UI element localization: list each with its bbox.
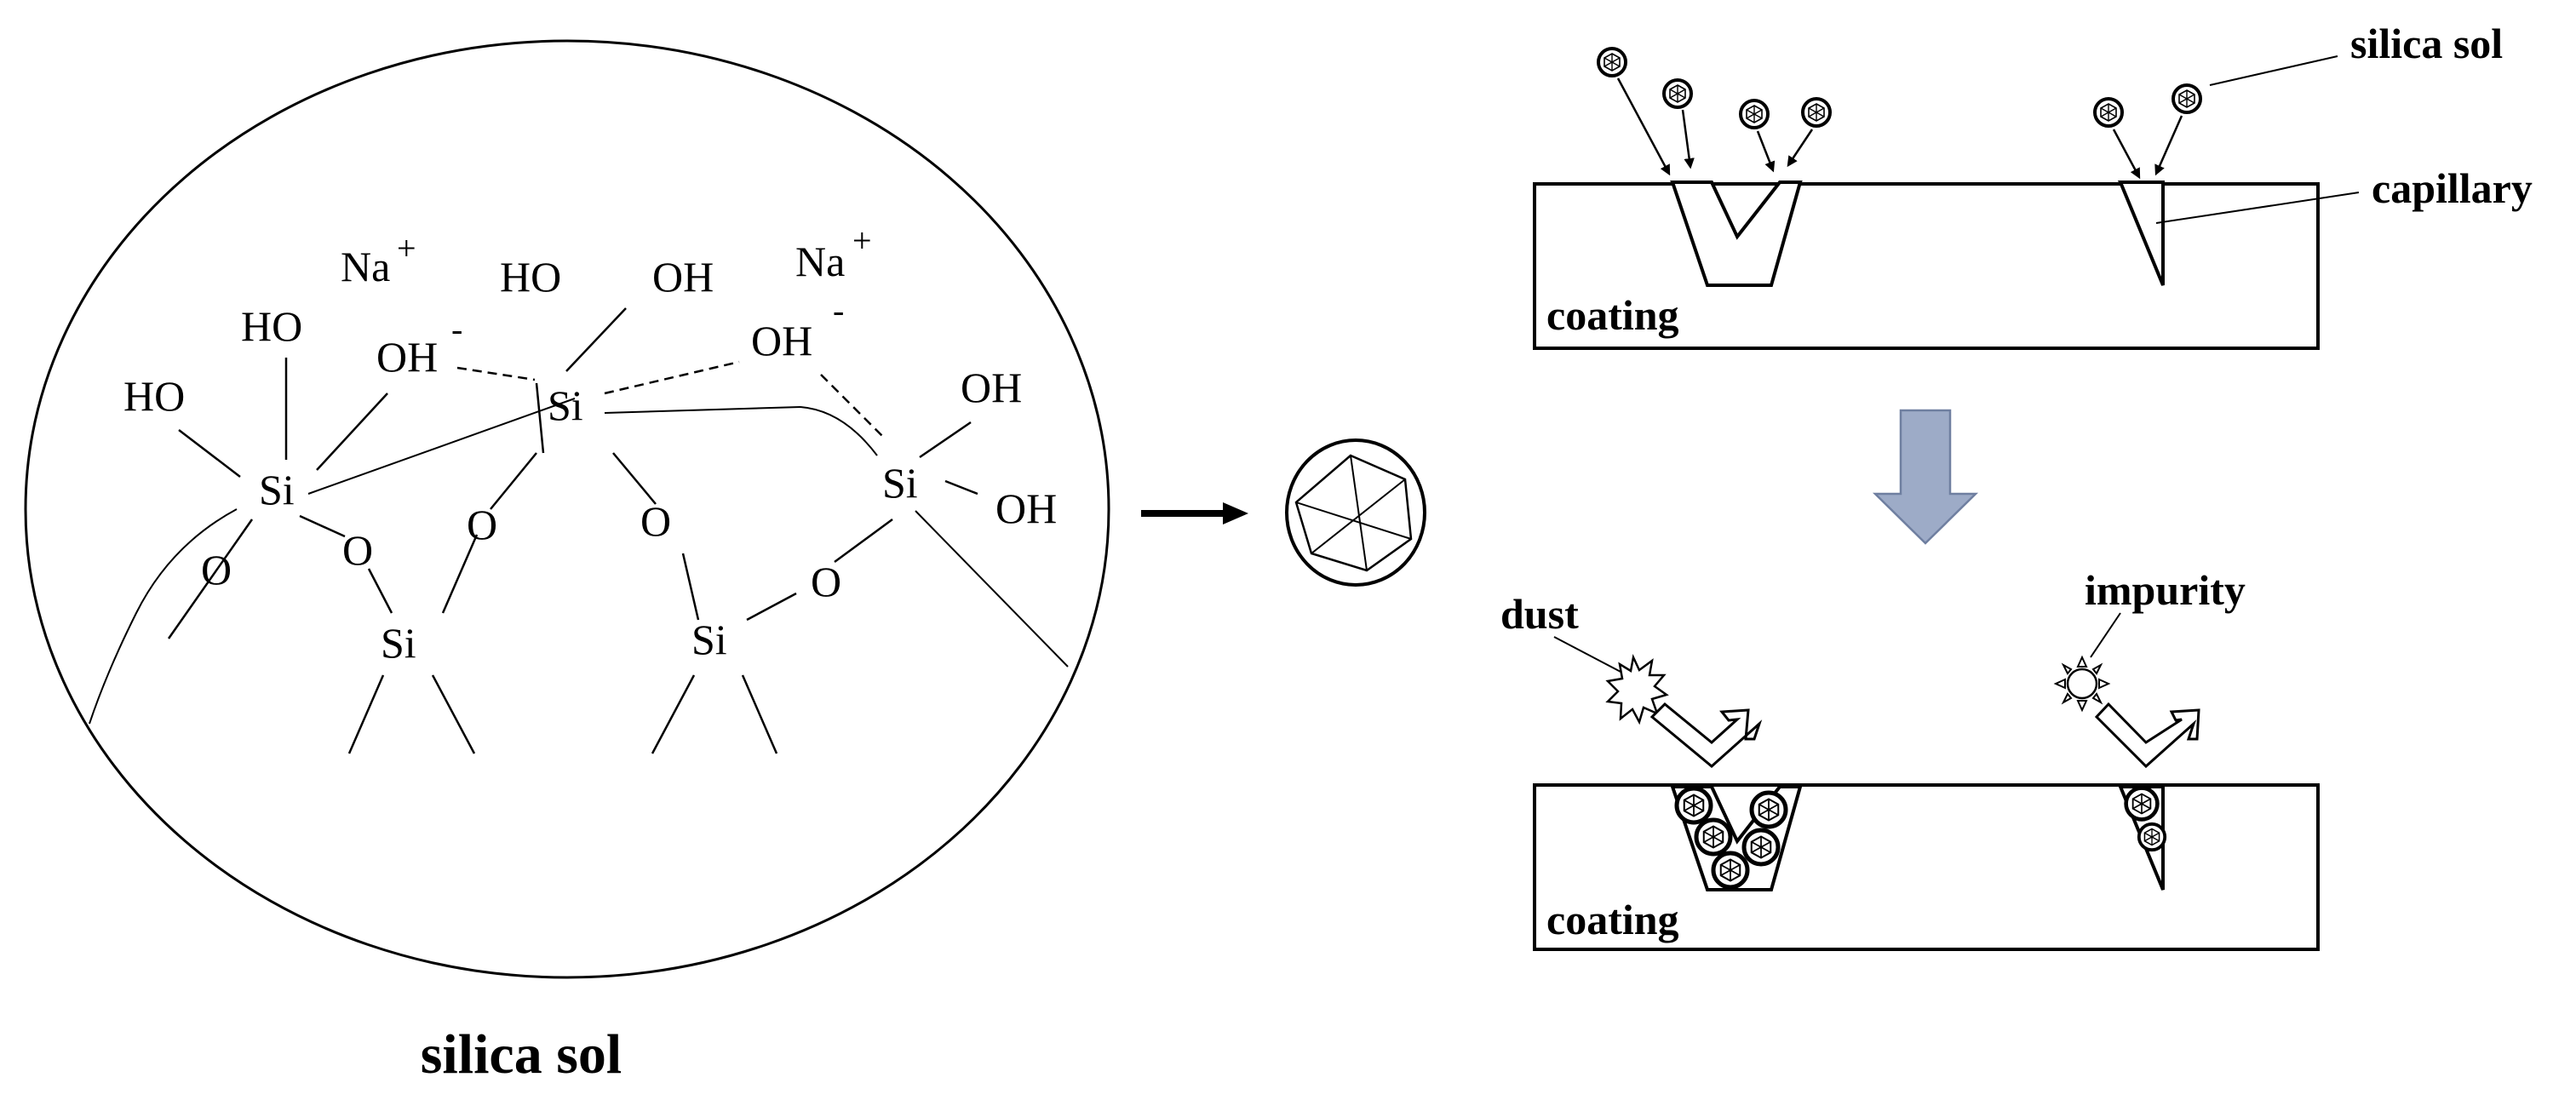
oh-right-bottom: OH [995,484,1057,532]
v-shaped-pit [1670,181,1803,287]
falling-particles [1597,47,2202,129]
coating-layer-top [1533,182,2320,350]
ho-top-left: HO [241,302,302,350]
particle-trajectories [1616,77,2183,180]
dust-particle-icon [1605,653,1669,725]
na-ion-left: Na [341,243,390,290]
ho-top-center: HO [500,253,561,301]
o-left-1: O [342,526,373,574]
silica-sol-label: silica sol [2350,20,2503,67]
si-bottom-left: Si [381,619,416,667]
impurity-particle-icon [2053,655,2111,713]
na-ion-right-charge: + [852,221,872,260]
o-center-right: O [640,497,671,545]
process-down-arrow [1872,409,1979,545]
capillary-crack [2118,181,2165,286]
silica-sol-caption: silica sol [421,1023,622,1086]
na-ion-left-charge: + [397,229,416,267]
transition-arrow [1141,502,1248,524]
impurity-bounce-arrow [2094,702,2200,769]
capillary-label: capillary [2372,164,2533,212]
oh-minus-right-charge: - [833,291,844,330]
molecule-labels: Na + Na + HO HO OH - HO OH OH - OH OH Si… [123,221,1057,667]
ho-left: HO [123,372,185,420]
sol-ellipse [24,39,1110,979]
o-left-2: O [467,501,497,548]
dust-label: dust [1500,590,1579,638]
coating-after-panel: coating dust impurity [1500,566,2320,951]
oh-minus-left-charge: - [451,310,462,348]
si-center: Si [548,381,583,429]
coating-before-panel: coating silica sol capillary [1533,20,2533,350]
coating-label-top: coating [1546,291,1679,339]
dust-bounce-arrow [1649,702,1763,768]
si-bottom-right: Si [691,616,727,663]
o-far-left: O [201,546,232,593]
molecule-panel: Na + Na + HO HO OH - HO OH OH - OH OH Si… [24,39,1110,1086]
bond-lines [89,307,1069,754]
oh-right-top: OH [961,364,1022,411]
impurity-label: impurity [2085,566,2246,614]
particle-zoom-icon [1285,438,1426,587]
oh-top-center: OH [652,253,714,301]
o-right: O [811,558,841,605]
si-right: Si [882,459,918,507]
coating-label-bottom: coating [1546,896,1679,943]
na-ion-right: Na [795,238,845,285]
coating-layer-bottom [1533,783,2320,951]
oh-minus-right: OH [751,317,812,364]
si-left: Si [259,466,295,513]
oh-minus-left: OH [376,333,438,381]
